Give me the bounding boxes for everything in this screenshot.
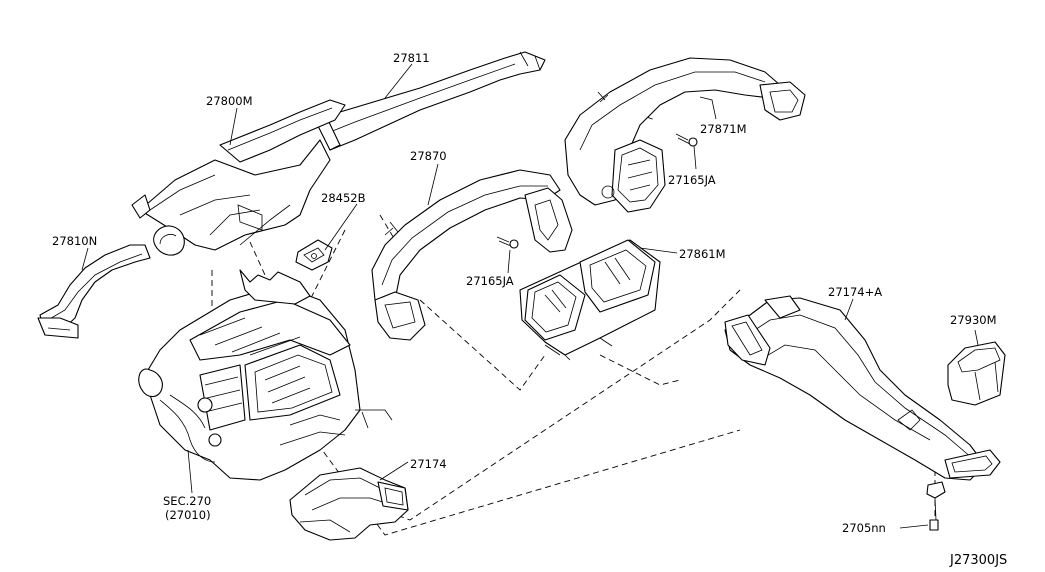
label-sec270: SEC.270 xyxy=(163,494,211,508)
label-27050: 2705nn xyxy=(842,521,886,535)
screw-27165JA-lower xyxy=(496,236,519,249)
label-27174: 27174 xyxy=(410,457,447,471)
label-28452B: 28452B xyxy=(321,191,366,205)
heater-unit-sec270 xyxy=(138,269,393,481)
label-27870: 27870 xyxy=(410,149,447,163)
label-27871M: 27871M xyxy=(700,122,747,136)
label-27174A: 27174+A xyxy=(828,285,882,299)
leader-lines xyxy=(81,63,979,529)
label-sec270-ref: (27010) xyxy=(165,508,211,522)
label-27810N: 27810N xyxy=(52,234,97,248)
duct-27870 xyxy=(371,169,573,341)
part-labels: 27811 27800M 27870 27871M 27165JA 28452B… xyxy=(52,51,1007,568)
duct-27174A xyxy=(724,295,1001,481)
duct-27174 xyxy=(289,467,409,541)
screw-27165JA-upper xyxy=(675,133,698,147)
label-27800M: 27800M xyxy=(206,94,253,108)
duct-27800M xyxy=(131,99,346,256)
vent-27930M xyxy=(947,341,1006,406)
label-27165JA-lower: 27165JA xyxy=(466,274,514,288)
duct-27810N xyxy=(37,244,151,339)
vent-27861M xyxy=(519,239,661,361)
label-27165JA-upper: 27165JA xyxy=(668,173,716,187)
clip-28452B xyxy=(295,239,333,271)
label-27861M: 27861M xyxy=(679,247,726,261)
clip-27050 xyxy=(926,481,946,531)
label-27930M: 27930M xyxy=(950,313,997,327)
duct-27871M xyxy=(564,57,806,213)
label-27811: 27811 xyxy=(393,51,430,65)
diagram-id: J27300JS xyxy=(949,553,1007,568)
duct-27811 xyxy=(317,51,546,151)
